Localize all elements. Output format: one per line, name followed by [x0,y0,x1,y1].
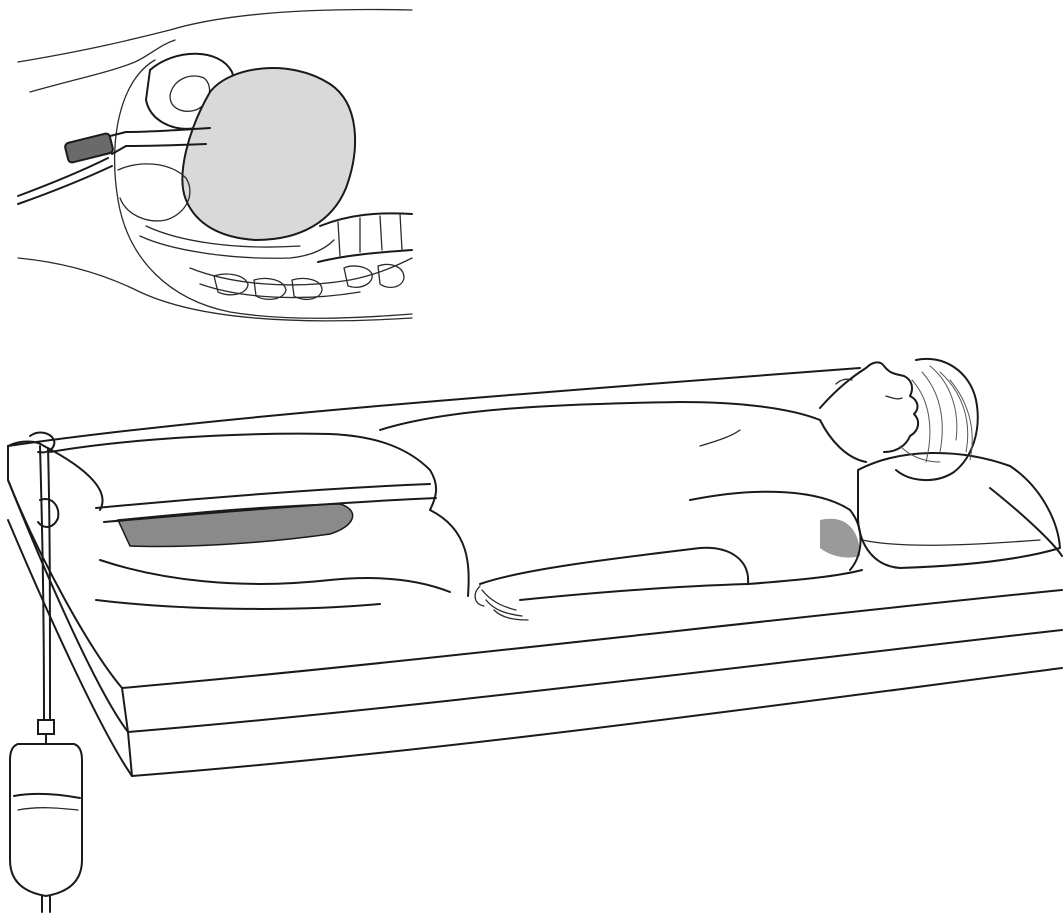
bladder-cross-section-inset [18,10,412,321]
patient-head [820,359,978,480]
urine-drainage-bag [10,720,82,912]
pillow [858,453,1060,568]
bladder [182,68,355,240]
bed-mattress [8,368,1062,776]
bed-sheet [44,402,862,620]
urinary-catheter-tube [30,433,58,720]
